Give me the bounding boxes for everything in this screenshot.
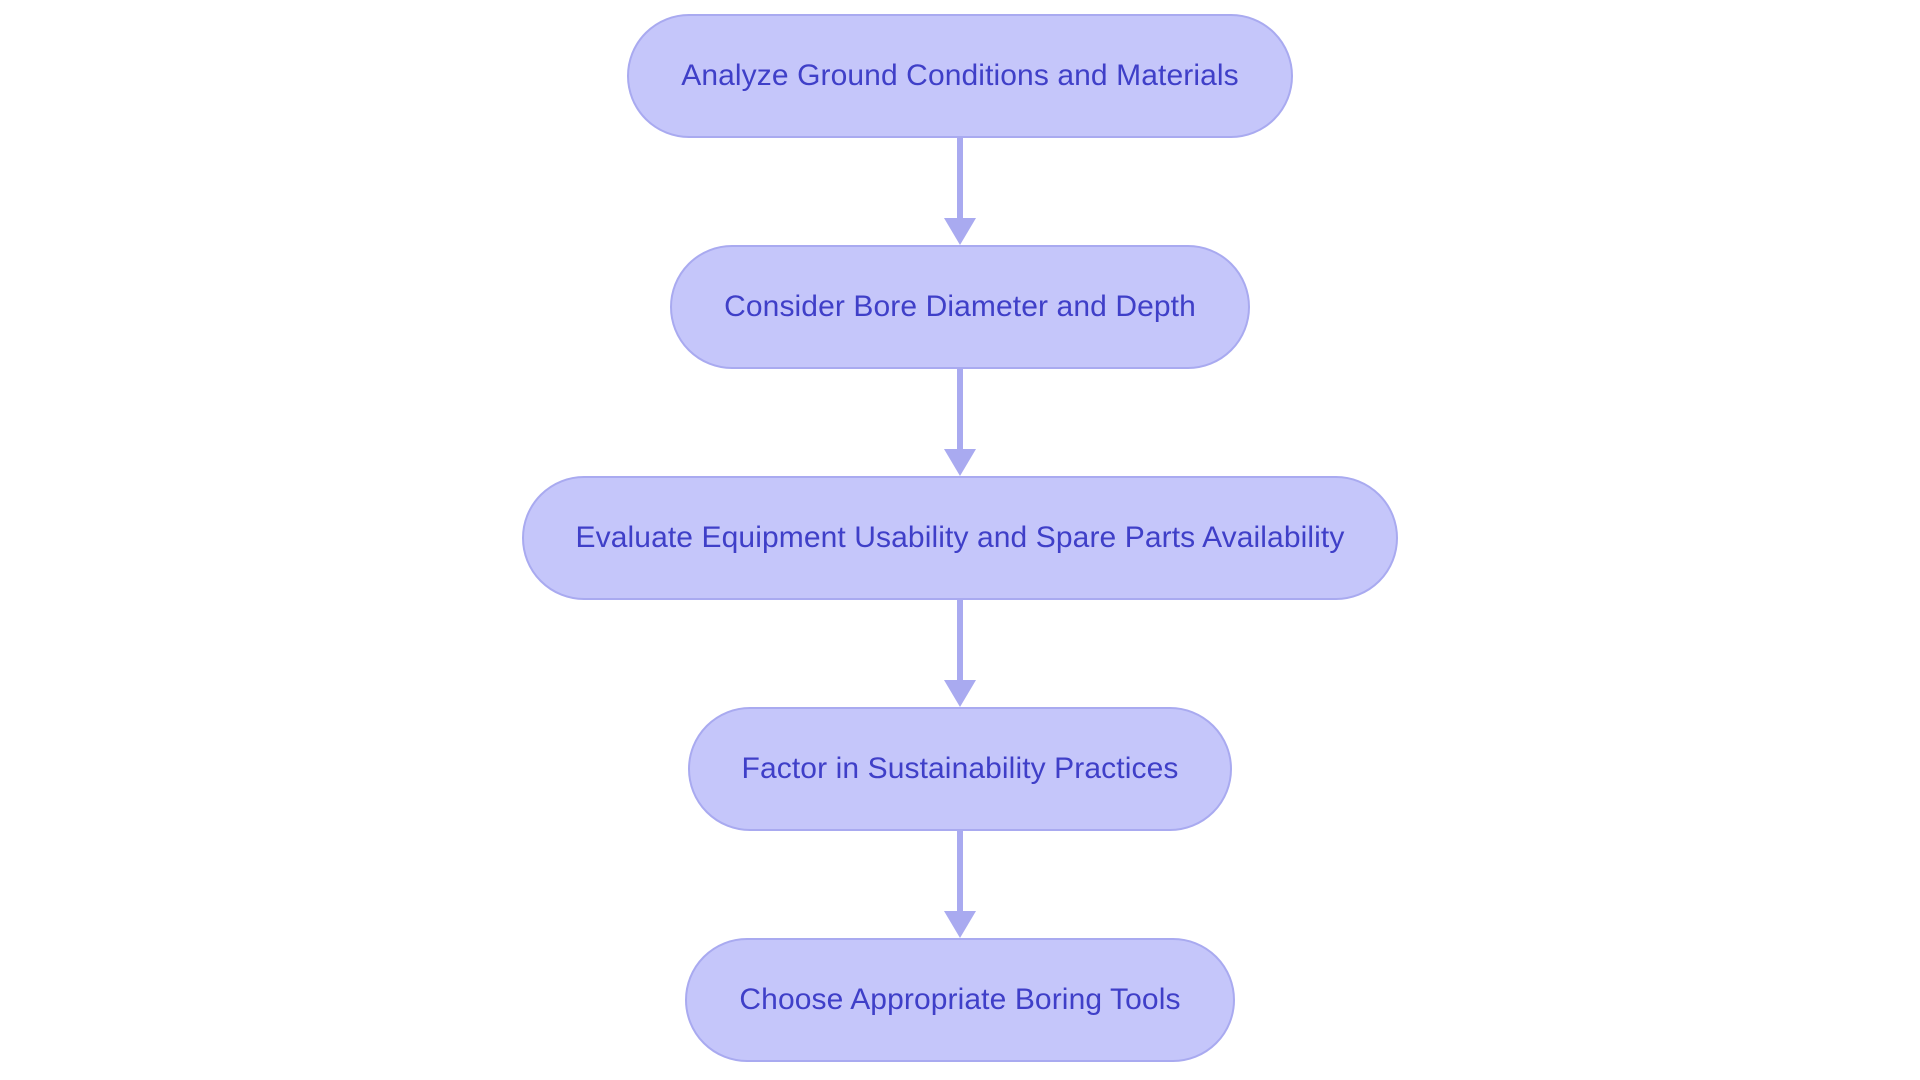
flowchart-node-label: Factor in Sustainability Practices bbox=[741, 752, 1179, 785]
flowchart-connector-4 bbox=[940, 831, 980, 938]
down-arrow-icon bbox=[944, 911, 976, 938]
flowchart-connector-3 bbox=[940, 600, 980, 707]
flowchart-node-factor-sustainability-practices[interactable]: Factor in Sustainability Practices bbox=[687, 707, 1233, 831]
flowchart-node-label: Choose Appropriate Boring Tools bbox=[739, 983, 1181, 1016]
flowchart-node-choose-boring-tools[interactable]: Choose Appropriate Boring Tools bbox=[685, 938, 1235, 1062]
flowchart-node-label: Evaluate Equipment Usability and Spare P… bbox=[575, 521, 1345, 554]
flowchart-connector-1 bbox=[940, 138, 980, 245]
connector-line bbox=[957, 831, 963, 915]
flowchart-node-label: Consider Bore Diameter and Depth bbox=[724, 290, 1196, 323]
down-arrow-icon bbox=[944, 449, 976, 476]
flowchart-node-evaluate-equipment-usability[interactable]: Evaluate Equipment Usability and Spare P… bbox=[521, 476, 1399, 600]
connector-line bbox=[957, 369, 963, 453]
flowchart-node-consider-bore-diameter[interactable]: Consider Bore Diameter and Depth bbox=[670, 245, 1250, 369]
flowchart-connector-2 bbox=[940, 369, 980, 476]
down-arrow-icon bbox=[944, 680, 976, 707]
flowchart-node-label: Analyze Ground Conditions and Materials bbox=[681, 59, 1239, 92]
connector-line bbox=[957, 138, 963, 222]
connector-line bbox=[957, 600, 963, 684]
down-arrow-icon bbox=[944, 218, 976, 245]
flowchart-node-analyze-ground-conditions[interactable]: Analyze Ground Conditions and Materials bbox=[627, 14, 1293, 138]
